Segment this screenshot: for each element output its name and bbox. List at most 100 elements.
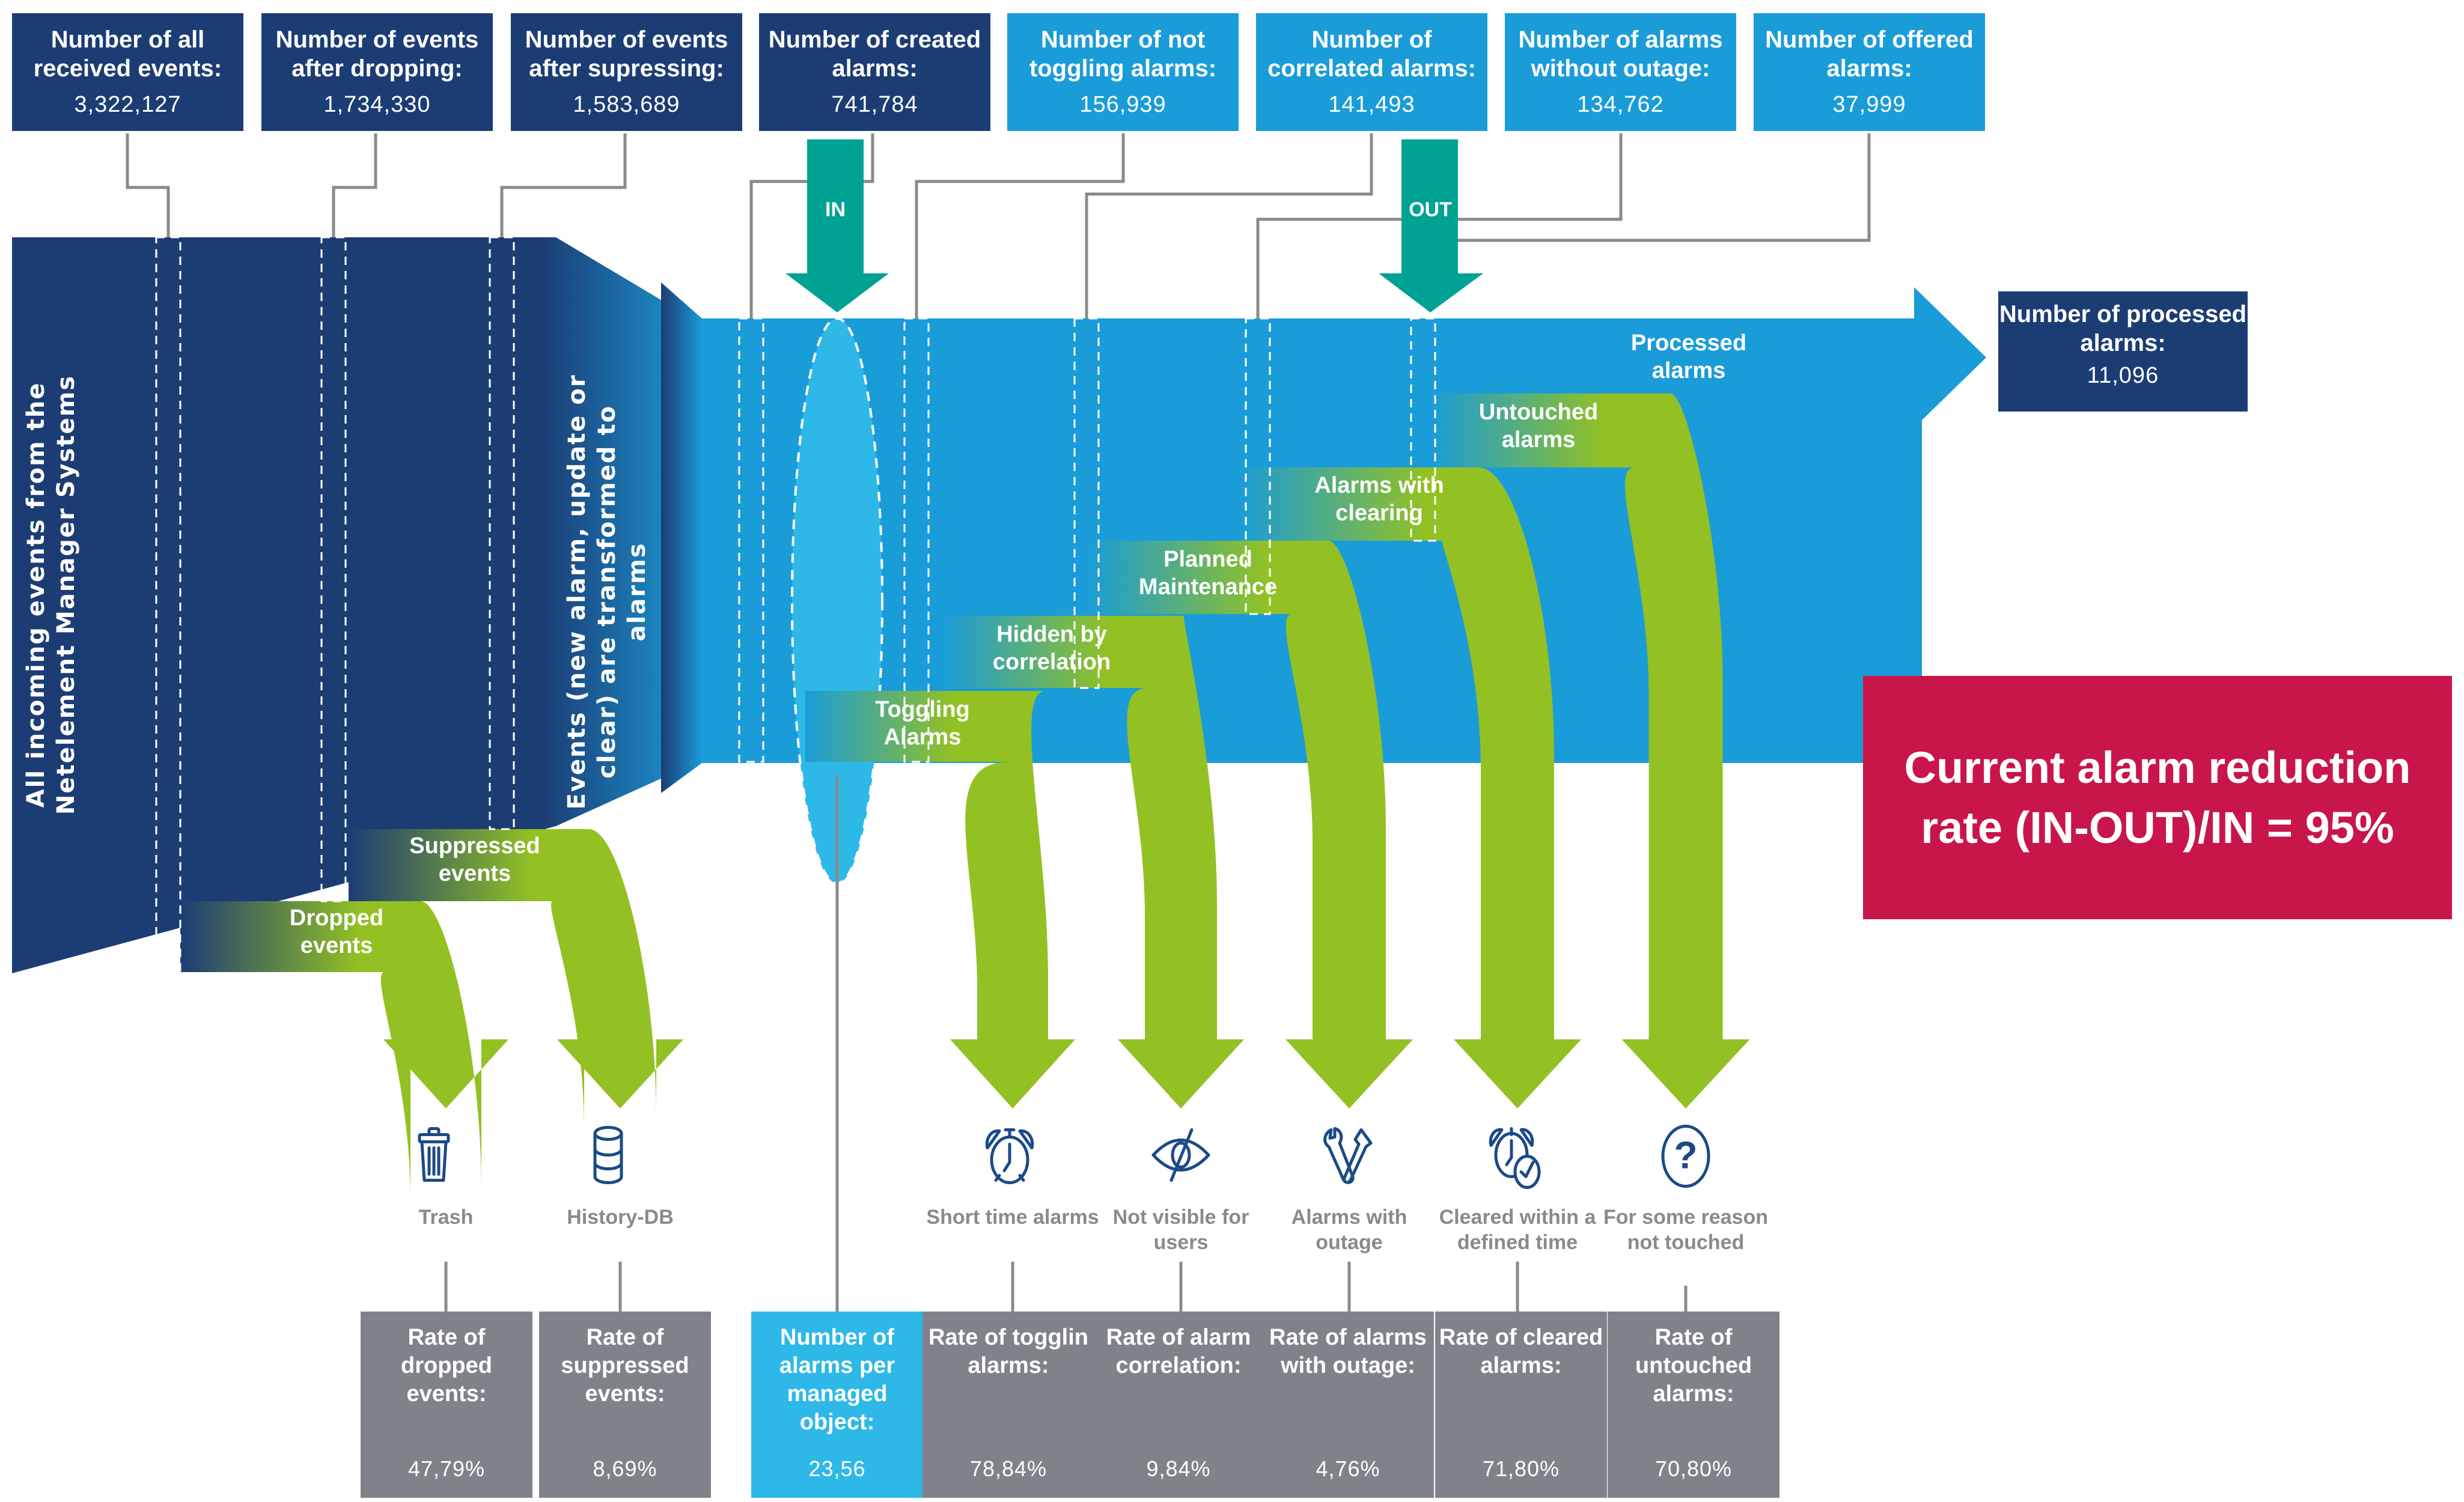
branch-arrow bbox=[1238, 467, 1581, 1108]
connector-line bbox=[915, 133, 1125, 318]
rate-box: Rate of togglin alarms: 78,84% bbox=[922, 1312, 1094, 1498]
destination-label: Alarms with outage bbox=[1291, 1206, 1407, 1254]
destination-label: For some reason not touched bbox=[1603, 1206, 1768, 1254]
metric-value: 1,583,689 bbox=[573, 92, 680, 117]
metric-title: Number of events after dropping: bbox=[275, 26, 479, 82]
processed-alarms-title: Number of processed alarms: bbox=[1999, 301, 2247, 356]
connector-line bbox=[1458, 133, 1871, 242]
in-label: IN bbox=[825, 198, 846, 221]
svg-text:?: ? bbox=[1674, 1134, 1697, 1177]
rate-box: Rate of cleared alarms: 71,80% bbox=[1435, 1312, 1607, 1498]
rate-title: Rate of alarms with outage: bbox=[1269, 1325, 1427, 1378]
metric-title: Number of created alarms: bbox=[768, 26, 981, 82]
branch-arrow bbox=[944, 616, 1244, 1108]
metric-box: Number of correlated alarms: 141,493 bbox=[1256, 13, 1487, 131]
destination-label: Trash bbox=[418, 1206, 474, 1229]
metric-box: Number of alarms without outage: 134,762 bbox=[1505, 13, 1736, 131]
stage-marker bbox=[1410, 317, 1436, 542]
stage-marker bbox=[1245, 317, 1271, 615]
rate-box: Rate of untouched alarms: 70,80% bbox=[1608, 1312, 1779, 1498]
metric-title: Number of not toggling alarms: bbox=[1029, 26, 1217, 82]
rate-title: Rate of untouched alarms: bbox=[1635, 1325, 1752, 1406]
branch-label: Toggling Alarms bbox=[875, 697, 970, 750]
metric-value: 156,939 bbox=[1079, 92, 1166, 117]
processed-alarms-value: 11,096 bbox=[2087, 363, 2159, 388]
branch-label: Alarms with clearing bbox=[1314, 473, 1444, 526]
database-icon bbox=[587, 1117, 653, 1196]
metric-box: Number of offered alarms: 37,999 bbox=[1754, 13, 1985, 131]
rate-title: Rate of togglin alarms: bbox=[929, 1325, 1088, 1378]
rate-value: 71,80% bbox=[1482, 1456, 1560, 1481]
processed-alarms-label: Processed alarms bbox=[1630, 330, 1747, 383]
metric-title: Number of all received events: bbox=[33, 26, 222, 82]
destination-label: Not visible for users bbox=[1112, 1206, 1249, 1254]
in-arrow bbox=[785, 139, 889, 312]
destination-label: History-DB bbox=[567, 1206, 674, 1229]
branch-arrow bbox=[349, 829, 683, 1130]
metric-value: 134,762 bbox=[1577, 92, 1664, 117]
branch-label: Dropped events bbox=[289, 905, 384, 958]
destination-label: Cleared within a defined time bbox=[1439, 1206, 1596, 1254]
rate-box: Rate of alarms with outage: 4,76% bbox=[1262, 1312, 1434, 1498]
metric-box: Number of all received events: 3,322,127 bbox=[12, 13, 243, 131]
alarm-clock-check-icon bbox=[1484, 1117, 1551, 1196]
rate-value: 47,79% bbox=[407, 1456, 486, 1481]
metric-title: Number of events after supressing: bbox=[525, 26, 728, 82]
rate-title: Number of alarms per managed object: bbox=[779, 1325, 895, 1435]
rate-value: 23,56 bbox=[808, 1456, 866, 1481]
reduction-rate-text: Current alarm reduction rate (IN-OUT)/IN… bbox=[1904, 742, 2411, 853]
rate-box: Rate of suppressed events: 8,69% bbox=[539, 1312, 711, 1498]
rate-value: 8,69% bbox=[593, 1456, 657, 1481]
out-arrow bbox=[1379, 139, 1483, 312]
incoming-events-label: All incoming events from the Netelement … bbox=[22, 374, 80, 815]
incoming-events-block bbox=[12, 237, 702, 973]
reduction-rate-box: Current alarm reduction rate (IN-OUT)/IN… bbox=[1863, 676, 2452, 919]
rate-title: Rate of alarm correlation: bbox=[1106, 1325, 1251, 1378]
metric-title: Number of correlated alarms: bbox=[1267, 26, 1476, 82]
stage-marker bbox=[1073, 317, 1100, 689]
branch-arrow bbox=[1088, 541, 1413, 1108]
transform-label: Events (new alarm, update or clear) are … bbox=[563, 374, 651, 810]
stage-marker bbox=[155, 236, 181, 974]
metric-box: Number of created alarms: 741,784 bbox=[759, 13, 990, 131]
metric-value: 141,493 bbox=[1328, 92, 1415, 117]
branch-label: Untouched alarms bbox=[1478, 400, 1599, 452]
branch-arrow bbox=[805, 691, 1075, 1108]
connector-line bbox=[332, 133, 377, 237]
stage-marker bbox=[738, 317, 764, 763]
rate-box: Number of alarms per managed object: 23,… bbox=[751, 1312, 923, 1498]
branch-label: Suppressed events bbox=[409, 833, 540, 886]
alarm-clock-icon bbox=[980, 1117, 1046, 1196]
rate-value: 4,76% bbox=[1316, 1456, 1380, 1481]
processed-alarms-box: Number of processed alarms: 11,096 bbox=[1998, 291, 2248, 412]
branch-label: Planned Maintenance bbox=[1138, 547, 1278, 600]
trash-icon bbox=[413, 1117, 479, 1196]
processed-alarms-arrow bbox=[1412, 287, 1986, 428]
metric-value: 37,999 bbox=[1832, 92, 1906, 117]
metric-title: Number of alarms without outage: bbox=[1518, 26, 1723, 82]
rate-title: Rate of suppressed events: bbox=[561, 1325, 689, 1406]
connector-line bbox=[126, 133, 170, 237]
metric-box: Number of events after supressing: 1,583… bbox=[511, 13, 742, 131]
metric-title: Number of offered alarms: bbox=[1765, 26, 1974, 82]
branch-arrow bbox=[180, 901, 508, 1200]
question-icon: ? bbox=[1653, 1117, 1719, 1196]
stage-marker bbox=[320, 236, 347, 902]
metric-box: Number of not toggling alarms: 156,939 bbox=[1007, 13, 1239, 131]
out-label: OUT bbox=[1409, 198, 1452, 221]
branch-label: Hidden by correlation bbox=[992, 622, 1111, 675]
stage-marker bbox=[903, 317, 930, 763]
rate-box: Rate of alarm correlation: 9,84% bbox=[1093, 1312, 1264, 1498]
metric-box: Number of events after dropping: 1,734,3… bbox=[261, 13, 493, 131]
connector-line bbox=[1085, 133, 1373, 318]
metric-value: 741,784 bbox=[831, 92, 918, 117]
stage-marker bbox=[489, 236, 515, 830]
rate-title: Rate of dropped events: bbox=[401, 1325, 492, 1406]
branch-arrow bbox=[1430, 394, 1750, 1108]
rate-value: 78,84% bbox=[969, 1456, 1048, 1481]
rate-value: 70,80% bbox=[1654, 1456, 1733, 1481]
connector-line bbox=[500, 133, 627, 237]
destination-label: Short time alarms bbox=[926, 1206, 1099, 1229]
